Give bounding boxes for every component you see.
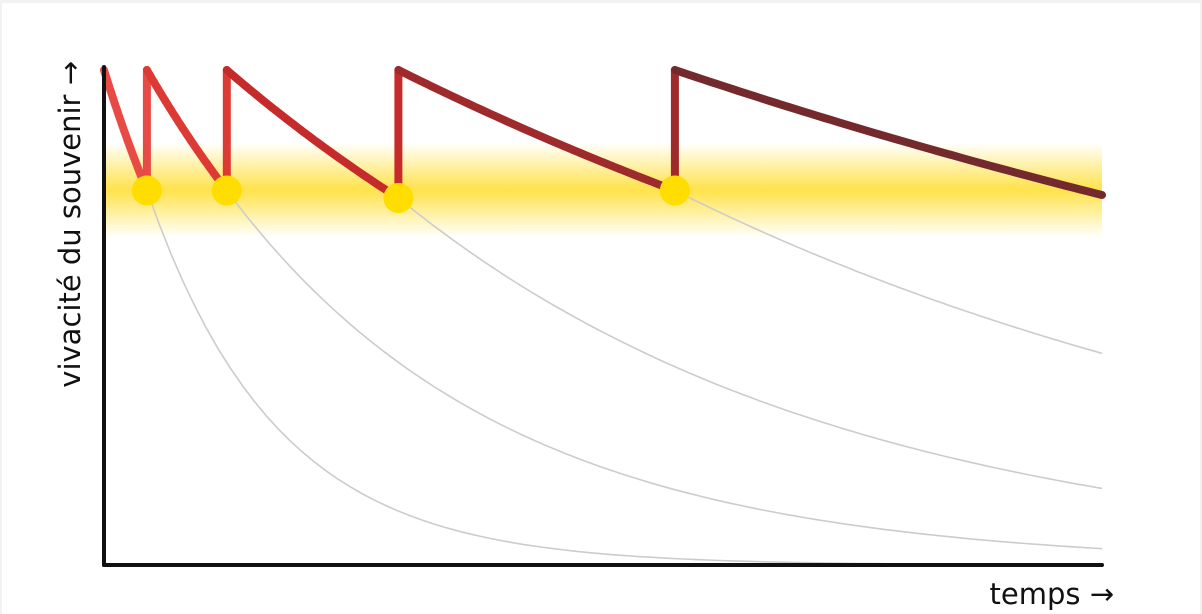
review-point <box>131 175 162 206</box>
forgetting-curve <box>146 190 1103 566</box>
memory-curve-segment <box>100 66 151 195</box>
memory-curve-segment <box>670 66 1106 199</box>
memory-curve-segment <box>142 66 231 195</box>
forgetting-curve <box>226 190 1103 550</box>
review-point <box>211 175 242 206</box>
x-axis-label: temps → <box>990 577 1115 611</box>
forgetting-curve <box>397 197 1103 490</box>
review-point <box>659 175 690 206</box>
chart-card <box>2 3 1200 614</box>
review-point <box>383 183 414 213</box>
memory-curve-segment <box>222 66 403 202</box>
memory-curve-segment <box>394 66 679 195</box>
y-axis-label: vivacité du souvenir → <box>53 61 87 388</box>
forgetting-curve <box>674 189 1103 355</box>
